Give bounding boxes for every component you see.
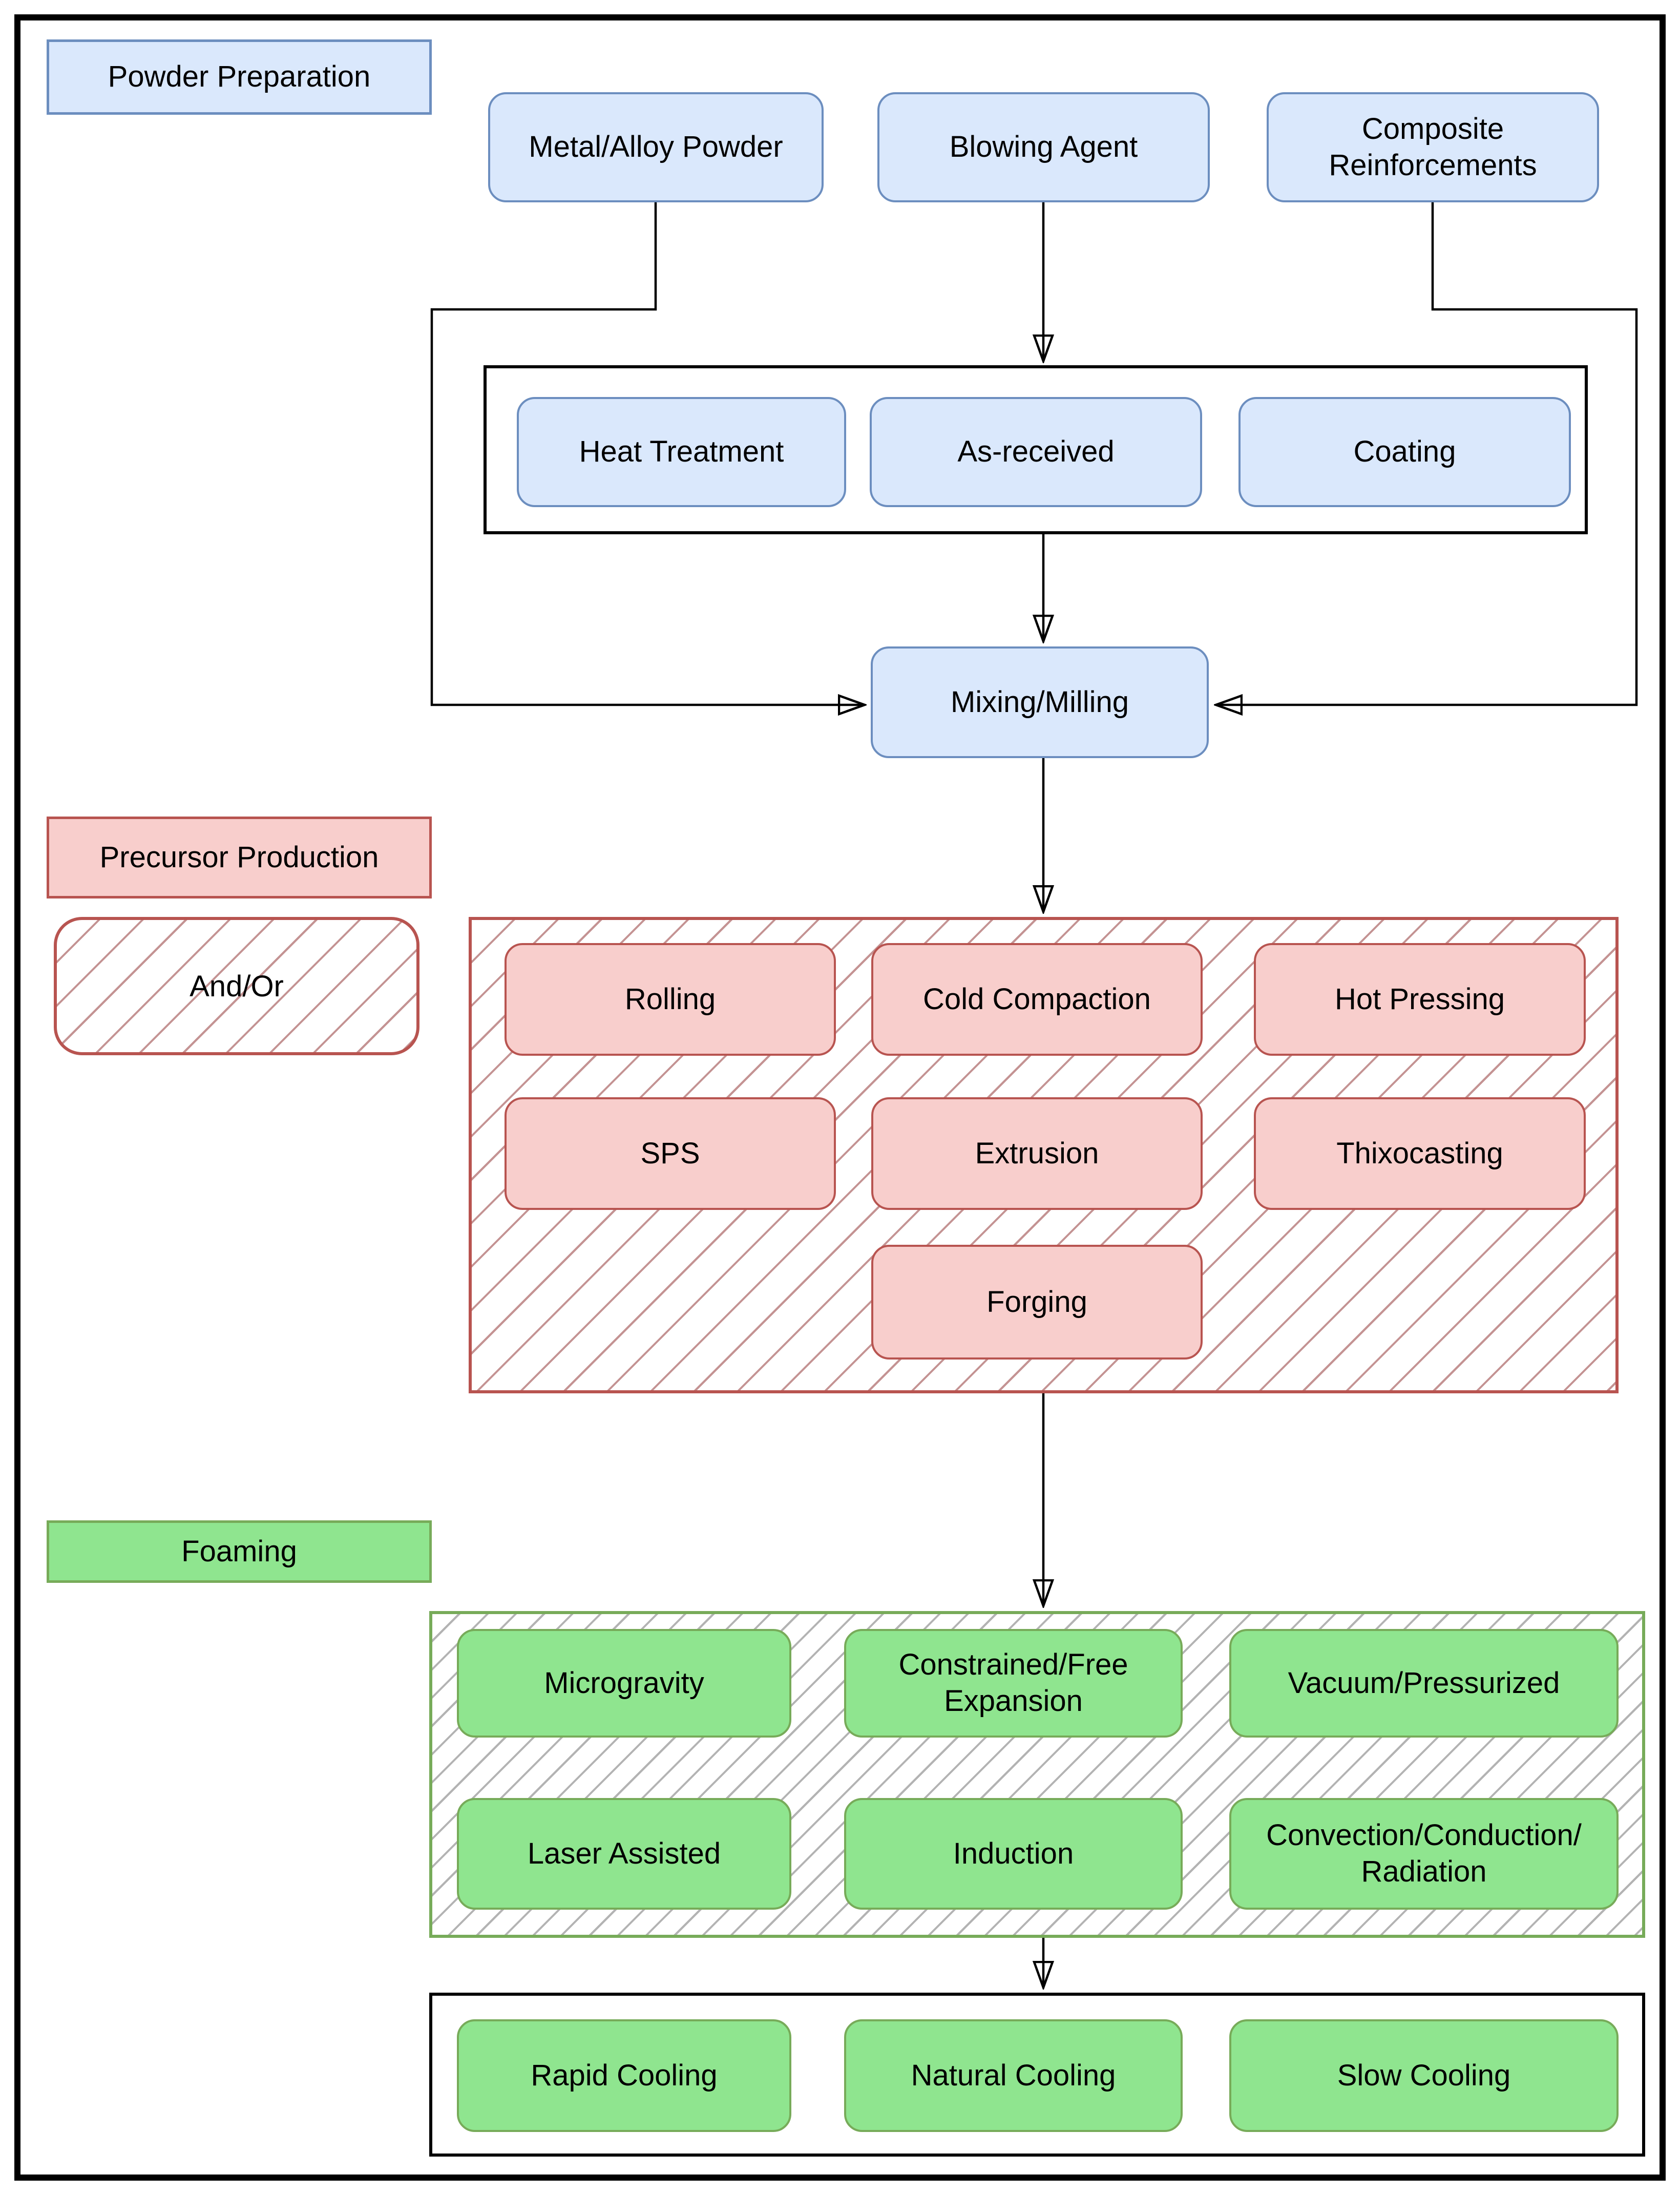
node-label: Mixing/Milling [950,685,1129,719]
section-label-powder-preparation: Powder Preparation [47,39,432,115]
node-label: Laser Assisted [527,1836,721,1870]
node-blowing-agent: Blowing Agent [877,92,1210,202]
node-thixocasting: Thixocasting [1254,1097,1586,1210]
node-label: Natural Cooling [911,2058,1116,2092]
node-composite-reinforcements: Composite Reinforcements [1267,92,1599,202]
node-vacuum-pressurized: Vacuum/Pressurized [1229,1629,1619,1738]
legend-text: And/Or [190,969,284,1003]
node-label: As-received [957,435,1115,469]
node-label: Slow Cooling [1337,2058,1511,2092]
node-label: Coating [1353,435,1456,469]
node-label: Thixocasting [1336,1136,1503,1170]
node-label: Vacuum/Pressurized [1288,1666,1560,1700]
node-microgravity: Microgravity [457,1629,791,1738]
node-label: Convection/Conduction/ Radiation [1266,1818,1582,1888]
node-laser-assisted: Laser Assisted [457,1798,791,1910]
node-extrusion: Extrusion [871,1097,1203,1210]
node-mixing-milling: Mixing/Milling [871,646,1209,758]
diagram-frame [14,14,1666,2181]
node-label: Heat Treatment [579,435,784,469]
node-induction: Induction [844,1798,1183,1910]
node-rapid-cooling: Rapid Cooling [457,2019,791,2132]
node-slow-cooling: Slow Cooling [1229,2019,1619,2132]
node-rolling: Rolling [505,943,836,1056]
node-label: Forging [986,1285,1087,1319]
node-label: Constrained/Free Expansion [898,1648,1128,1718]
node-label: Induction [953,1836,1074,1870]
section-label-text: Precursor Production [99,840,379,874]
node-label: Microgravity [544,1666,704,1700]
node-metal-alloy-powder: Metal/Alloy Powder [488,92,824,202]
section-label-text: Powder Preparation [108,60,371,94]
node-hot-pressing: Hot Pressing [1254,943,1586,1056]
node-label: SPS [640,1136,700,1170]
node-label: Rolling [624,982,716,1016]
node-label: Composite Reinforcements [1329,112,1537,182]
section-label-precursor-production: Precursor Production [47,817,432,898]
node-heat-treatment: Heat Treatment [517,397,846,507]
node-natural-cooling: Natural Cooling [844,2019,1183,2132]
node-label: Rapid Cooling [531,2058,718,2092]
node-label: Metal/Alloy Powder [529,130,783,164]
node-as-received: As-received [870,397,1202,507]
section-label-text: Foaming [181,1534,297,1568]
node-coating: Coating [1238,397,1571,507]
node-label: Cold Compaction [923,982,1151,1016]
node-label: Blowing Agent [949,130,1138,164]
node-forging: Forging [871,1245,1203,1360]
section-label-foaming: Foaming [47,1520,432,1583]
node-sps: SPS [505,1097,836,1210]
legend-and-or: And/Or [54,917,419,1055]
node-constrained-free-expansion: Constrained/Free Expansion [844,1629,1183,1738]
node-label: Hot Pressing [1334,982,1505,1016]
node-convection-conduction-radiation: Convection/Conduction/ Radiation [1229,1798,1619,1910]
node-label: Extrusion [975,1136,1099,1170]
node-cold-compaction: Cold Compaction [871,943,1203,1056]
